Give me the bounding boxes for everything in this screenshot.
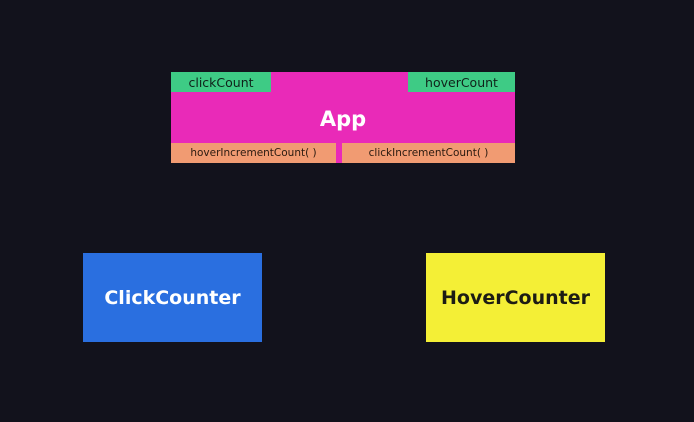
app-component-box: clickCount hoverCount App hoverIncrement…: [171, 72, 515, 163]
hover-counter-label: HoverCounter: [441, 286, 590, 309]
app-component-title: App: [319, 107, 367, 131]
method-click-increment-count: clickIncrementCount( ): [342, 143, 515, 163]
click-counter-component-box: ClickCounter: [83, 253, 262, 342]
state-click-count: clickCount: [171, 72, 271, 92]
method-hover-increment-count: hoverIncrementCount( ): [171, 143, 336, 163]
hover-counter-component-box: HoverCounter: [426, 253, 605, 342]
click-counter-label: ClickCounter: [104, 286, 241, 309]
state-hover-count: hoverCount: [408, 72, 515, 92]
